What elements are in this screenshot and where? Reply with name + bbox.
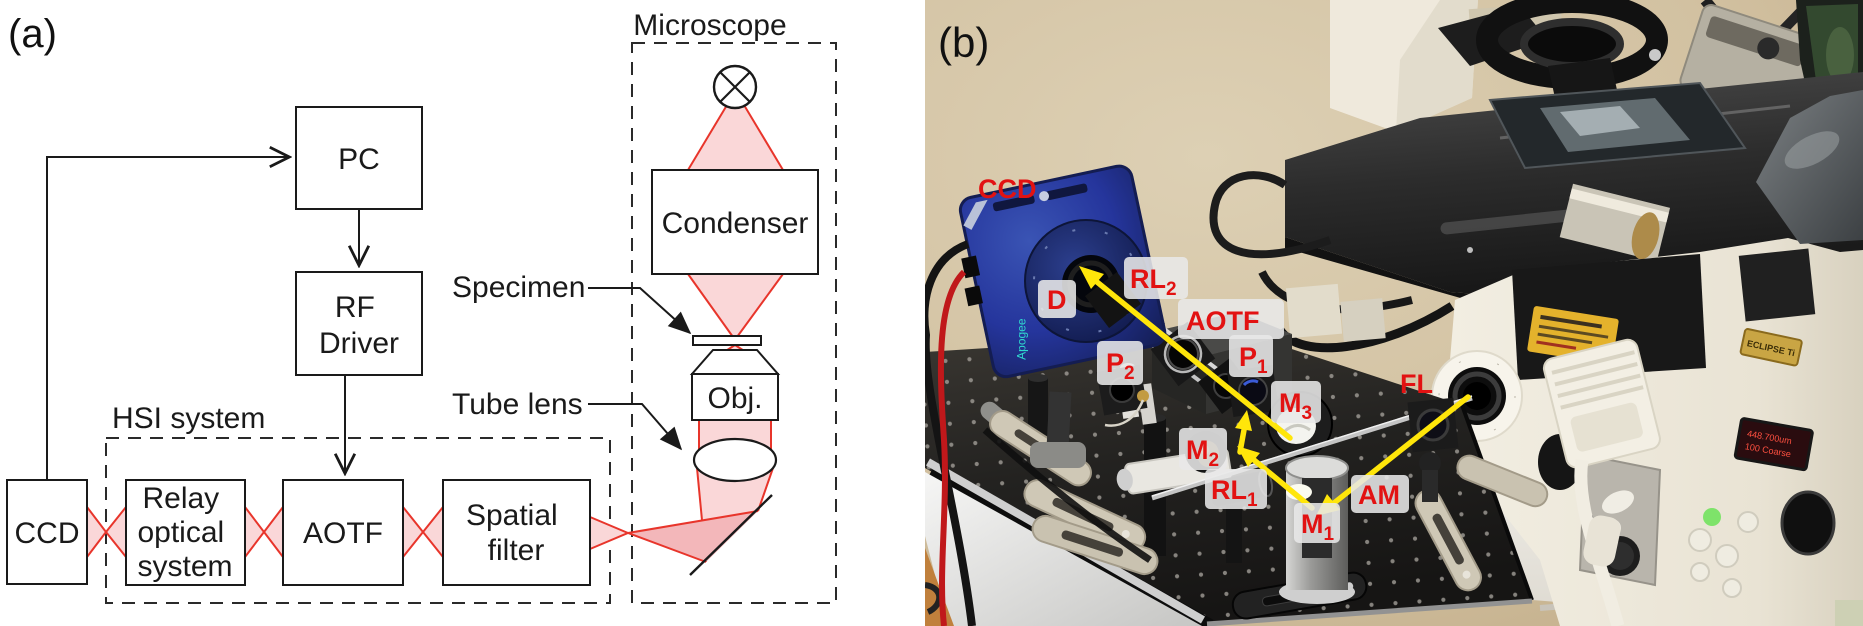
objective-nose	[689, 349, 781, 375]
svg-text:D: D	[1047, 285, 1067, 315]
binocular-head	[1756, 90, 1863, 244]
specimen-leader-arrow	[588, 287, 692, 335]
svg-text:RL1: RL1	[1211, 475, 1258, 511]
specimen-annotation: Specimen	[452, 271, 585, 304]
body-buttons	[1688, 508, 1759, 598]
label-m1: M1	[1294, 503, 1340, 545]
svg-text:P1: P1	[1239, 342, 1268, 378]
label-rl2: RL2	[1124, 257, 1188, 300]
svg-text:M1: M1	[1301, 509, 1335, 545]
svg-text:CCD: CCD	[15, 517, 80, 550]
lamp-connector	[1542, 338, 1661, 469]
led-display: 448.700um 100 Coarse	[1733, 417, 1814, 472]
ferrite-bead	[1583, 515, 1621, 567]
label-m3: M3	[1271, 381, 1321, 424]
block-rf-driver: RF Driver	[295, 271, 423, 376]
hsi-system-label: HSI system	[112, 402, 265, 435]
svg-text:AOTF: AOTF	[303, 517, 383, 550]
svg-text:PC: PC	[338, 143, 380, 176]
eclipse-badge: ECLIPSE Ti	[1739, 328, 1803, 367]
polarizer-p1	[1227, 365, 1279, 417]
svg-text:Spatial filter: Spatial filter	[466, 499, 566, 567]
label-p1: P1	[1229, 335, 1273, 378]
label-m2: M2	[1179, 428, 1227, 471]
beam-condenser-specimen	[687, 273, 784, 338]
label-aotf: AOTF	[1178, 299, 1284, 339]
beam-lamp-condenser	[687, 104, 784, 171]
svg-text:Relay optical syst: Relay optical system	[137, 482, 232, 583]
microscope-label: Microscope	[633, 9, 786, 42]
svg-text:RF Driver: RF Driver	[319, 291, 399, 360]
beam-mirror-spatialfilter	[589, 510, 759, 563]
svg-text:RL2: RL2	[1130, 264, 1177, 300]
fold-mirror	[689, 494, 773, 576]
label-d: D	[1038, 280, 1076, 318]
tube-lens-shape	[692, 437, 778, 483]
camera-cable-red	[937, 269, 967, 626]
block-condenser: Condenser	[651, 169, 819, 275]
lamp-arm-barrel	[1559, 183, 1671, 262]
block-pc: PC	[295, 106, 423, 210]
arrow-ccd-to-pc	[46, 157, 288, 480]
panel-b-label: (b)	[938, 19, 989, 66]
label-ccd: CCD	[978, 174, 1037, 204]
block-aotf: AOTF	[282, 479, 404, 586]
block-objective: Obj.	[691, 373, 779, 421]
condenser-arm	[1438, 0, 1668, 135]
beam-relay-aotf	[244, 506, 284, 558]
camera-brand-text: Apogee	[1015, 318, 1029, 360]
panel-a-diagram: (a) HSI system Microscope	[6, 9, 837, 604]
svg-text:AOTF: AOTF	[1186, 306, 1260, 336]
svg-text:M2: M2	[1186, 435, 1219, 471]
stage-cable-3	[1209, 171, 1332, 259]
svg-text:Obj.: Obj.	[707, 382, 762, 415]
block-spatial-filter: Spatial filter	[442, 479, 591, 586]
hsi-system-group-box	[105, 437, 611, 604]
panel-a-label: (a)	[8, 12, 57, 56]
label-fl: FL	[1400, 369, 1433, 399]
svg-text:Condenser: Condenser	[662, 207, 809, 240]
label-rl1: RL1	[1205, 469, 1267, 511]
beam-aotf-spatialfilter	[402, 506, 444, 558]
svg-text:M3: M3	[1279, 388, 1312, 424]
focus-knob	[1780, 490, 1836, 556]
block-relay-optical-system: Relay optical system	[125, 479, 246, 586]
svg-text:AM: AM	[1358, 480, 1400, 510]
camera-cable-black	[925, 240, 976, 626]
block-ccd: CCD	[6, 479, 88, 585]
specimen-slide	[692, 335, 762, 346]
label-p2: P2	[1097, 341, 1143, 385]
microscope-body: ECLIPSE Ti 448.700um 100 Coarse ON/OFF	[1431, 90, 1863, 626]
label-am: AM	[1351, 475, 1409, 513]
lamp-icon	[712, 64, 758, 110]
svg-text:P2: P2	[1106, 348, 1135, 384]
panel-b-photo: ECLIPSE Ti 448.700um 100 Coarse ON/OFF	[925, 0, 1863, 626]
tube-lens-annotation: Tube lens	[452, 388, 583, 421]
beam-ccd-relay	[86, 506, 127, 558]
microscope-group-box	[631, 42, 837, 604]
tube-lens-leader-arrow	[588, 403, 683, 451]
green-led	[1703, 508, 1721, 526]
